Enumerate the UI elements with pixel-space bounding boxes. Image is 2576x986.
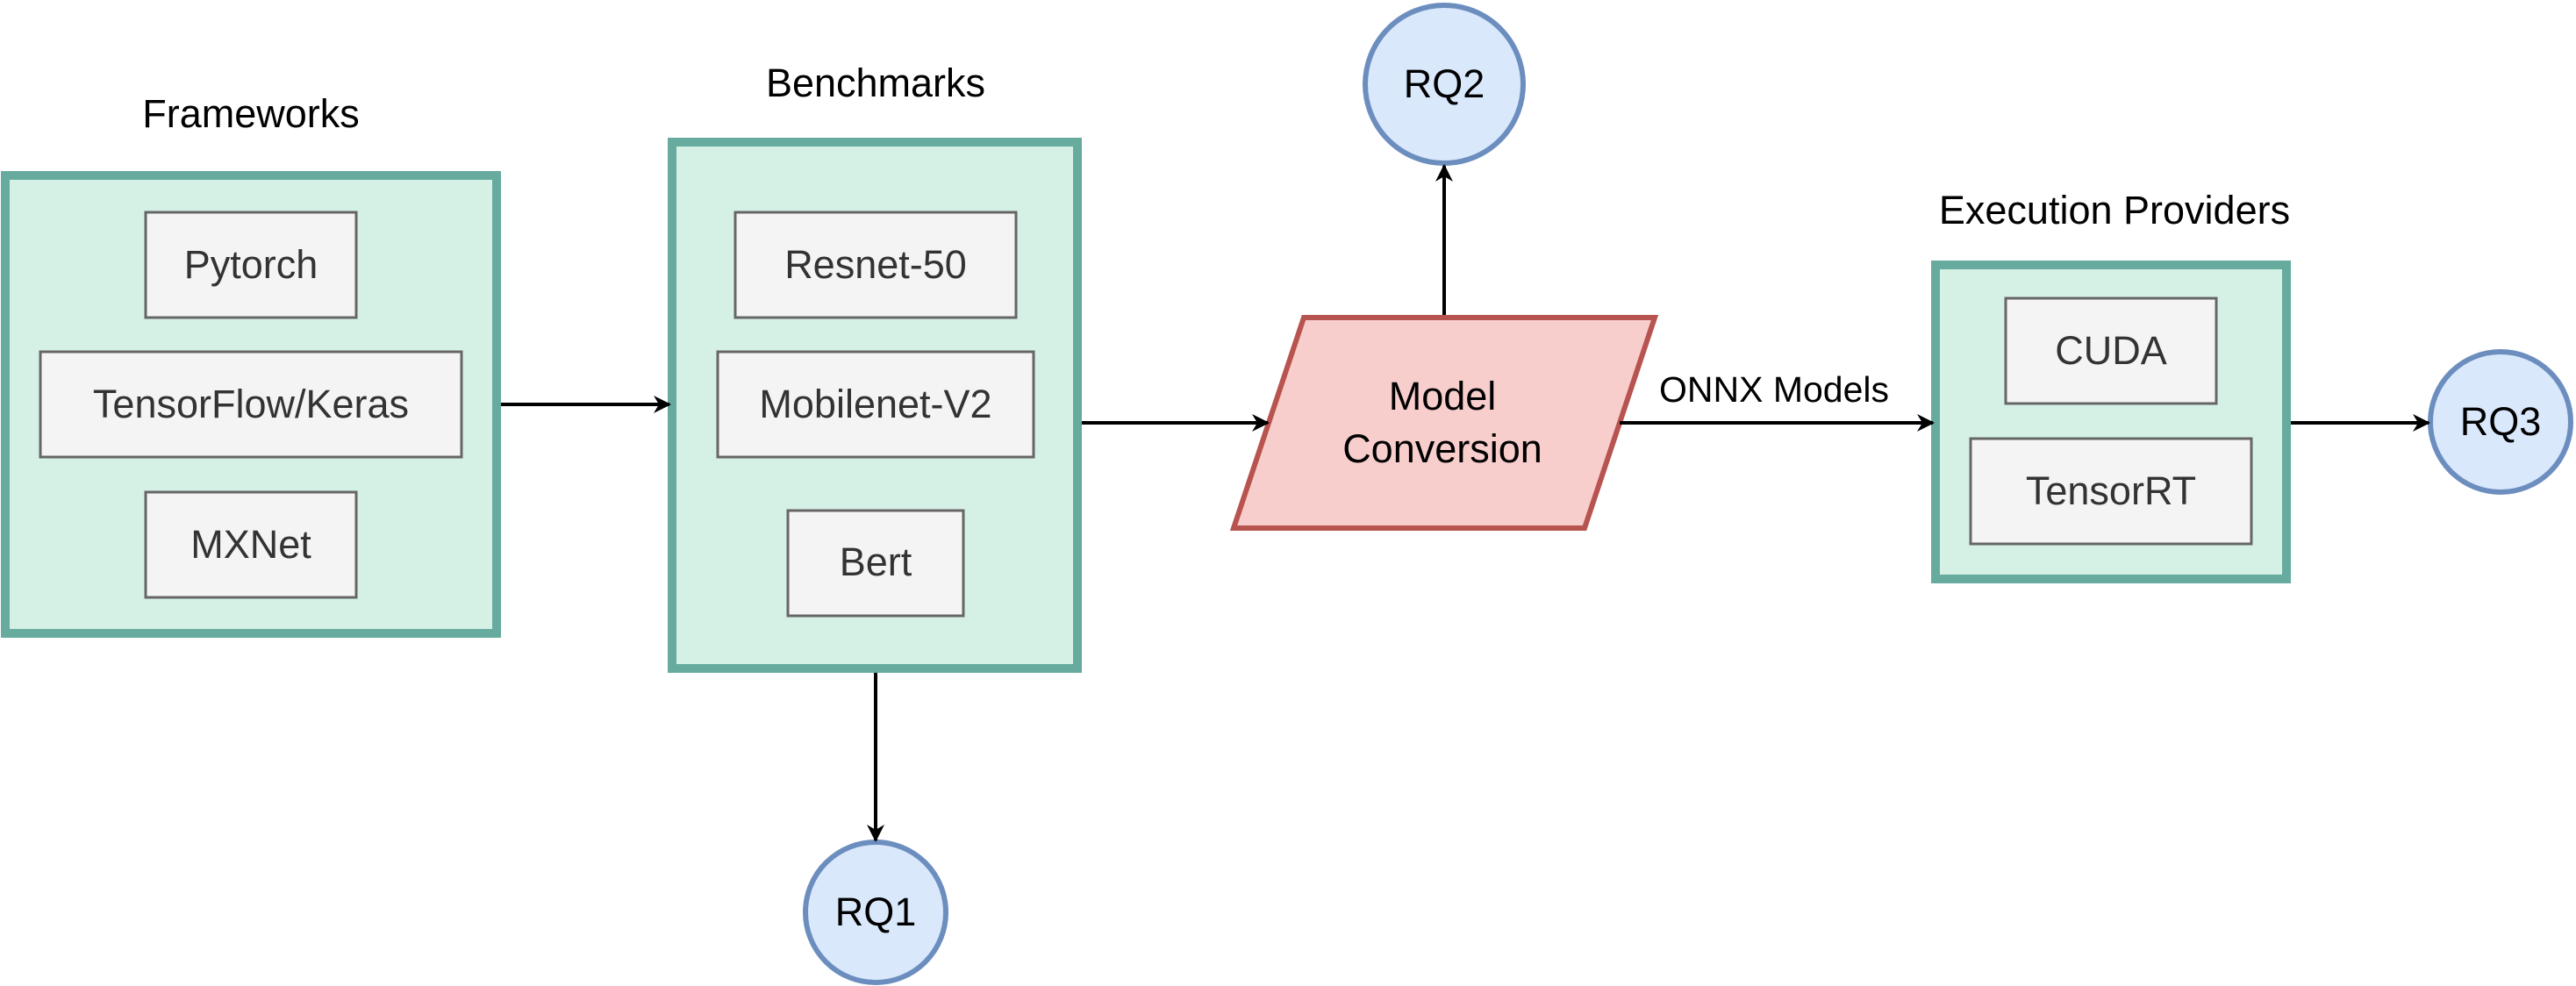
rq2-circle	[1363, 3, 1526, 166]
benchmark-label-bert: Bert	[840, 539, 912, 584]
rq1-label: RQ1	[835, 890, 917, 934]
framework-label-pytorch: Pytorch	[184, 242, 318, 287]
rq3-node: RQ3	[2428, 349, 2573, 495]
benchmark-label-resnet: Resnet-50	[784, 242, 967, 287]
framework-item-mxnet: MXNet	[144, 490, 358, 599]
rq3-label: RQ3	[2460, 399, 2542, 444]
execution-providers-title: Execution Providers	[1939, 188, 2290, 232]
rq1-circle	[803, 840, 948, 985]
provider-item-cuda: CUDA	[2004, 297, 2218, 405]
frameworks-group: Frameworks Pytorch TensorFlow/Keras MXNe…	[1, 91, 501, 638]
rq1-node: RQ1	[803, 840, 948, 985]
model-conversion-label-line1: Model	[1389, 374, 1497, 418]
framework-item-tensorflow: TensorFlow/Keras	[39, 350, 463, 459]
model-conversion-label-line2: Conversion	[1342, 426, 1542, 471]
benchmark-item-bert: Bert	[786, 509, 965, 618]
onnx-models-edge-label: ONNX Models	[1659, 369, 1889, 410]
benchmarks-group: Benchmarks Resnet-50 Mobilenet-V2 Bert	[668, 61, 1082, 673]
rq3-circle	[2428, 349, 2573, 495]
execution-providers-group: Execution Providers CUDA TensorRT	[1931, 188, 2291, 583]
framework-item-pytorch: Pytorch	[144, 211, 358, 319]
framework-label-mxnet: MXNet	[190, 522, 311, 567]
benchmark-label-mobilenet: Mobilenet-V2	[759, 382, 991, 426]
frameworks-title: Frameworks	[142, 91, 360, 136]
provider-label-cuda: CUDA	[2055, 328, 2167, 373]
framework-label-tensorflow: TensorFlow/Keras	[93, 382, 409, 426]
model-conversion-shape	[1229, 315, 1659, 531]
provider-item-tensorrt: TensorRT	[1969, 437, 2253, 546]
benchmark-item-mobilenet: Mobilenet-V2	[716, 350, 1035, 459]
provider-label-tensorrt: TensorRT	[2026, 468, 2196, 513]
connectors	[501, 164, 2430, 842]
model-conversion-node: Model Conversion	[1229, 315, 1659, 531]
benchmark-item-resnet: Resnet-50	[733, 211, 1018, 319]
rq2-node: RQ2	[1363, 3, 1526, 166]
rq2-label: RQ2	[1404, 61, 1485, 106]
benchmarks-title: Benchmarks	[766, 61, 985, 105]
